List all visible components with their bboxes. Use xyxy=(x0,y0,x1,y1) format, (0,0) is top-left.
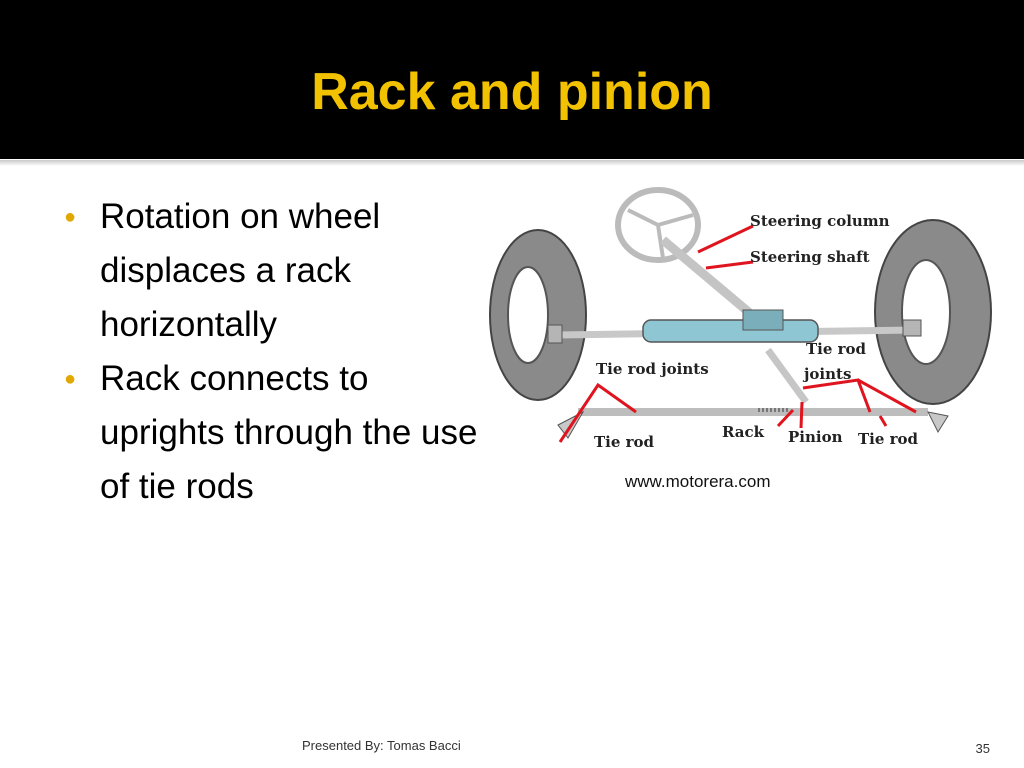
label-steering-shaft: Steering shaft xyxy=(750,248,870,266)
left-wheel-icon xyxy=(489,229,587,401)
bullet-item: ● Rotation on wheel displaces a rack hor… xyxy=(60,190,500,352)
label-tie-rod-joints-right: joints xyxy=(802,365,851,383)
label-tie-rod-joints-left: Tie rod joints xyxy=(596,360,709,378)
bullet-list: ● Rotation on wheel displaces a rack hor… xyxy=(60,190,500,514)
bullet-text: Rack connects to uprights through the us… xyxy=(100,359,478,506)
steering-wheel-icon xyxy=(615,187,701,263)
label-pinion: Pinion xyxy=(788,428,843,446)
title-divider xyxy=(0,160,1024,166)
steering-shaft-icon xyxy=(660,236,761,324)
label-tie-rod-right: Tie rod xyxy=(858,430,919,448)
title-bar xyxy=(0,0,1024,159)
bullet-item: ● Rack connects to uprights through the … xyxy=(60,352,500,514)
image-credit: www.motorera.com xyxy=(625,472,771,491)
label-tie-rod-left: Tie rod xyxy=(594,433,655,451)
page-number: 35 xyxy=(975,741,990,756)
bullet-text: Rotation on wheel displaces a rack horiz… xyxy=(100,197,381,344)
right-wheel-icon xyxy=(874,219,992,405)
label-steering-column: Steering column xyxy=(750,212,890,230)
footer-presenter: Presented By: Tomas Bacci xyxy=(302,738,461,753)
slide-title: Rack and pinion xyxy=(311,63,713,121)
label-rack: Rack xyxy=(722,423,765,441)
bullet-dot-icon: ● xyxy=(64,368,77,390)
label-tie-rod-joints-right: Tie rod xyxy=(806,340,867,358)
rack-and-pinion-diagram: Steering column Steering shaft Tie rod j… xyxy=(489,187,992,451)
leader-lines xyxy=(558,224,917,443)
bullet-dot-icon: ● xyxy=(64,206,77,228)
upper-rack-assembly-icon xyxy=(547,309,922,344)
